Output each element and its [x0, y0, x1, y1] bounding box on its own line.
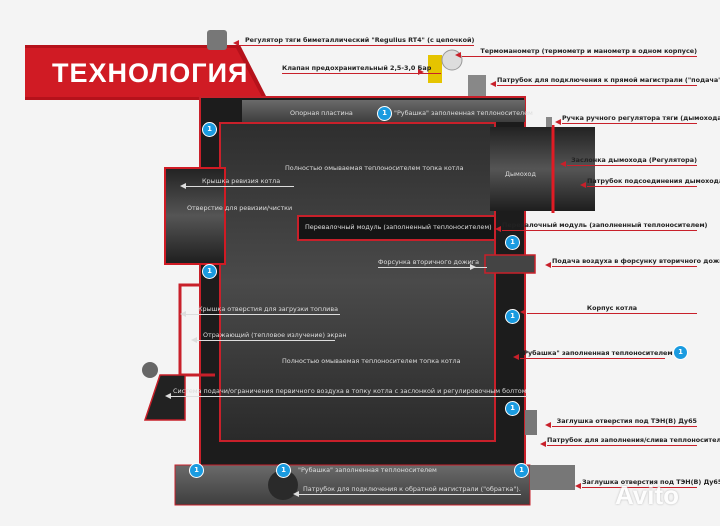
jacket-badge: 1: [189, 463, 204, 478]
nozzle: [484, 254, 536, 274]
arrow-icon: [191, 337, 197, 343]
label-plug-2: Заглушка отверстия под ТЭН(В) Дy65: [582, 478, 720, 488]
arrow-icon: [490, 81, 496, 87]
label-thermomanometer: Термоманометр (термометр и манометр в од…: [462, 47, 697, 57]
jacket-badge: 1: [505, 401, 520, 416]
arrow-icon: [580, 182, 586, 188]
arrow-icon: [165, 393, 171, 399]
inspection-door: [164, 167, 226, 265]
arrow-icon: [180, 311, 186, 317]
jacket-badge: 1: [514, 463, 529, 478]
arrow-icon: [470, 264, 476, 270]
jacket-badge: 1: [202, 264, 217, 279]
label-jacket-bottom: "Рубашка" заполненная теплоносителем: [298, 466, 437, 474]
arrow-icon: [545, 262, 551, 268]
label-transfer-module: Перевалочный модуль (заполненный теплоно…: [305, 223, 492, 231]
label-return-pipe: Патрубок для подключения к обратной маги…: [299, 485, 521, 495]
label-loading-cover: Крышка отверстия для загрузки топлива: [186, 305, 340, 315]
label-firebox-bottom: Полностью омываемая теплоносителем топка…: [282, 357, 461, 365]
base: [174, 464, 531, 506]
label-plug-1: Заглушка отверстия под ТЭН(В) Дy65: [552, 417, 697, 427]
label-secondary-air: Подача воздуха в форсунку вторичного дож…: [552, 257, 720, 267]
firebox: [219, 122, 496, 442]
jacket-badge: 1: [673, 345, 688, 360]
label-flue-damper: Заслонка дымохода (Регулятора): [567, 156, 697, 166]
label-jacket-right: "Рубашка" заполненная теплоносителем: [520, 349, 673, 359]
arrow-icon: [418, 69, 424, 75]
page-title: ТЕХНОЛОГИЯ: [52, 58, 249, 88]
arrow-icon: [513, 354, 519, 360]
arrow-icon: [540, 441, 546, 447]
jacket-badge: 1: [505, 235, 520, 250]
label-support-plate: Опорная пластина: [290, 109, 353, 117]
avito-watermark: Avito: [615, 480, 680, 510]
flue-pipe: [490, 127, 595, 211]
label-regulator: Регулятор тяги биметаллический "Regulius…: [240, 36, 475, 46]
label-valve: Клапан предохранительный 2,5-3,0 Бар: [282, 64, 442, 74]
label-reflector: Отражающий (тепловое излучение) экран: [197, 331, 347, 341]
loading-door: [178, 283, 215, 377]
valve: [428, 55, 442, 83]
arrow-icon: [293, 491, 299, 497]
arrow-icon: [233, 40, 239, 46]
arrow-icon: [180, 183, 186, 189]
label-inspection-cover: Крышка ревизия котла: [186, 177, 294, 187]
label-draft-handle: Ручка ручного регулятора тяги (дымохода): [562, 114, 720, 124]
transfer-module: [297, 215, 496, 241]
arrow-icon: [455, 52, 461, 58]
arrow-icon: [575, 483, 581, 489]
arrow-icon: [555, 119, 561, 125]
label-jacket-top: "Рубашка" заполненная теплоносителем: [394, 109, 533, 117]
arrow-icon: [495, 226, 501, 232]
arrow-icon: [560, 161, 566, 167]
jacket-badge: 1: [202, 122, 217, 137]
supply-pipe: [468, 75, 486, 97]
arrow-icon: [520, 309, 526, 315]
label-flue-inside: Дымоход: [505, 170, 536, 178]
jacket-badge: 1: [377, 106, 392, 121]
jacket-badge: 1: [505, 309, 520, 324]
label-inspection-hole: Отверстие для ревизии/чистки: [187, 204, 293, 212]
title-banner: [25, 45, 268, 100]
arrow-icon: [545, 422, 551, 428]
label-flue-pipe: Патрубок подсоединения дымохода: [587, 177, 720, 187]
label-primary-air: Система подачи/ограничения первичного во…: [171, 387, 527, 397]
label-nozzle: Форсунка вторичного дожига: [378, 258, 488, 268]
regulator-knob: [207, 30, 227, 50]
jacket-badge: 1: [276, 463, 291, 478]
label-supply-pipe: Патрубок для подключения к прямой магист…: [497, 76, 720, 86]
label-firebox-top: Полностью омываемая теплоносителем топка…: [285, 164, 464, 172]
label-transfer-module-right: Перевалочный модуль (заполненный теплоно…: [502, 221, 708, 231]
label-fill-drain: Патрубок для заполнения/слива теплоносит…: [547, 436, 720, 446]
label-body: Корпус котла: [527, 304, 697, 314]
